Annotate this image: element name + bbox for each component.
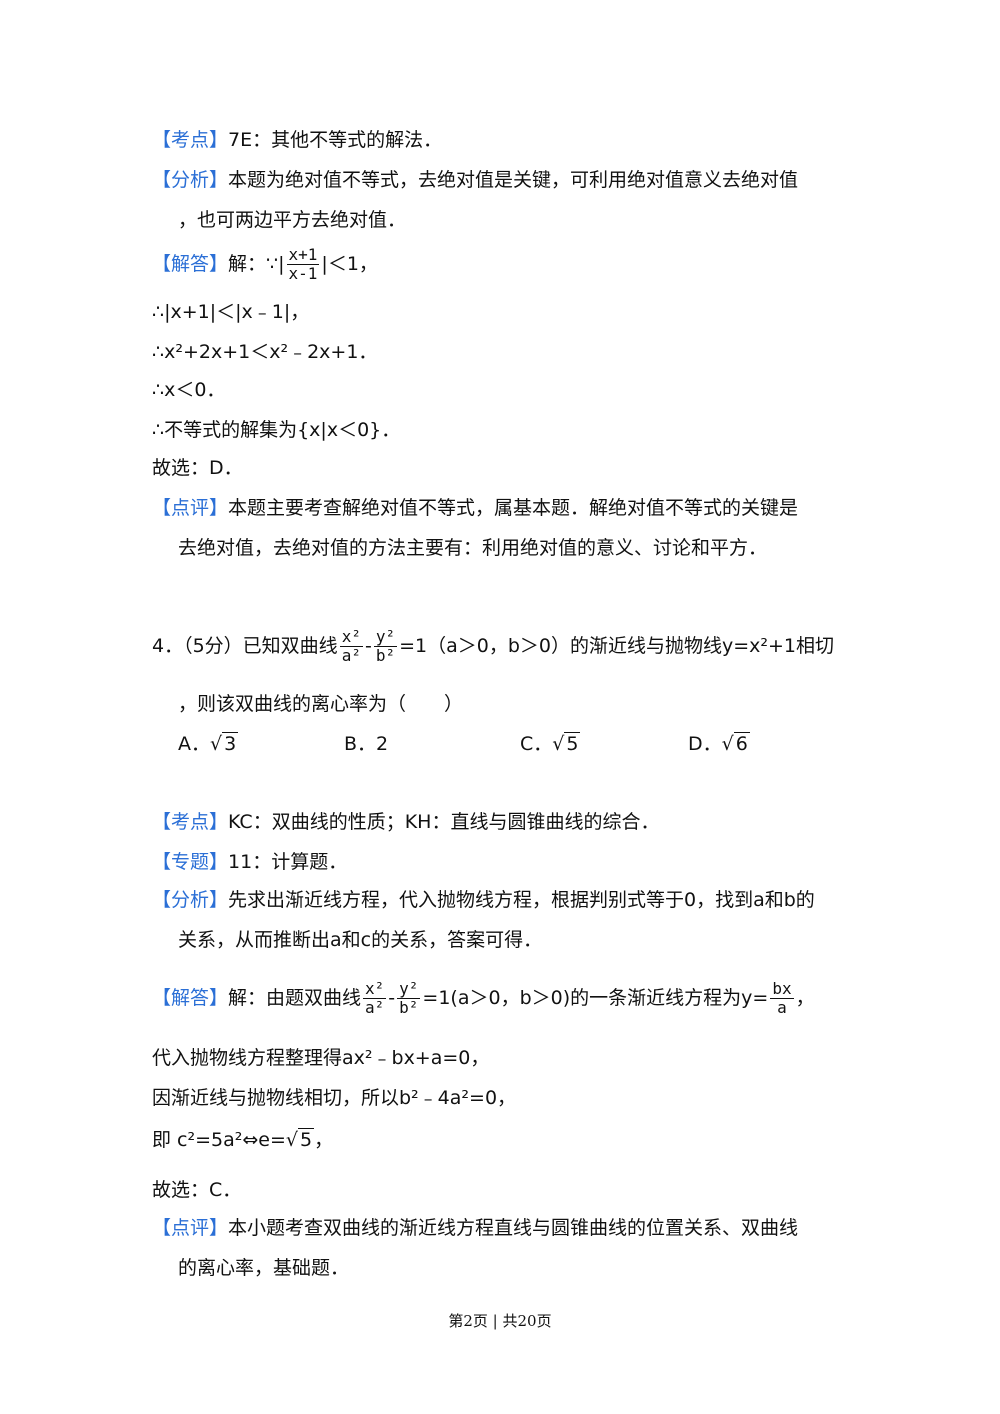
fraction-denominator: a²: [365, 998, 385, 1017]
q4-stem-prefix: 4．（5分）已知双曲线: [152, 635, 338, 657]
fraction-numerator: x²: [339, 627, 363, 647]
dianping-tag: 【点评】: [152, 497, 229, 519]
jieda-mid: =1(a＞0，b＞0)的一条渐近线方程为y=: [422, 987, 769, 1009]
zhuanti-tag: 【专题】: [152, 851, 229, 873]
fenxi-tag: 【分析】: [152, 169, 229, 191]
fenxi-text: 本题为绝对值不等式，去绝对值是关键，可利用绝对值意义去绝对值: [228, 169, 799, 191]
jieda-prefix: 解：∵|: [228, 253, 285, 275]
q4-dianping-cont: 的离心率，基础题．: [178, 1257, 350, 1279]
fraction-denominator: a: [777, 998, 787, 1017]
sqrt-symbol: √5: [552, 732, 581, 755]
fraction-numerator: bx: [770, 979, 794, 999]
jieda-suffix: |＜1，: [321, 253, 378, 275]
option-b: B．2: [344, 733, 389, 755]
q3-choice: 故选：D．: [152, 457, 243, 479]
kaodian-tag: 【考点】: [152, 129, 229, 151]
dianping-text: 本小题考查双曲线的渐近线方程直线与圆锥曲线的位置关系、双曲线: [228, 1217, 799, 1239]
sqrt-symbol: √5: [285, 1128, 315, 1151]
sqrt-symbol: √6: [721, 732, 750, 755]
jieda-tag: 【解答】: [152, 987, 229, 1009]
option-c-label: C．: [520, 733, 553, 755]
fraction-denominator: x-1: [288, 264, 318, 283]
q3-dianping: 【点评】本题主要考查解绝对值不等式，属基本题．解绝对值不等式的关键是: [152, 496, 798, 520]
jieda-end: ，: [795, 987, 815, 1009]
fraction-denominator: a²: [341, 646, 361, 665]
q4-line-c: 即 c²=5a²⇔e=√5，: [152, 1128, 333, 1152]
q3-step3: ∴x＜0．: [152, 379, 226, 401]
q4-kaodian: 【考点】KC：双曲线的性质；KH：直线与圆锥曲线的综合．: [152, 810, 659, 834]
fenxi-tag: 【分析】: [152, 889, 229, 911]
option-c: C．√5: [520, 732, 581, 756]
minus-sign: -: [364, 635, 372, 657]
fraction-numerator: x+1: [286, 245, 320, 265]
fraction-denominator: b²: [375, 646, 396, 665]
q3-step4: ∴不等式的解集为{x|x＜0}．: [152, 419, 401, 441]
sqrt-radicand: 3: [222, 732, 239, 755]
dianping-text: 本题主要考查解绝对值不等式，属基本题．解绝对值不等式的关键是: [228, 497, 799, 519]
q4-stem-cont: ，则该双曲线的离心率为（ ）: [178, 693, 464, 715]
sqrt-radicand: 6: [733, 732, 750, 755]
fenxi-text: 先求出渐近线方程，代入抛物线方程，根据判别式等于0，找到a和b的: [228, 889, 815, 911]
q4-line-a: 代入抛物线方程整理得ax²﹣bx+a=0，: [152, 1047, 490, 1069]
q4-line-b: 因渐近线与抛物线相切，所以b²﹣4a²=0，: [152, 1087, 517, 1109]
q3-kaodian: 【考点】7E：其他不等式的解法．: [152, 128, 442, 152]
q3-fenxi-cont: ，也可两边平方去绝对值．: [178, 209, 407, 231]
sqrt-radicand: 5: [564, 732, 581, 755]
q3-fenxi: 【分析】本题为绝对值不等式，去绝对值是关键，可利用绝对值意义去绝对值: [152, 168, 798, 192]
q4-choice: 故选：C．: [152, 1179, 242, 1201]
kaodian-tag: 【考点】: [152, 811, 229, 833]
sqrt-symbol: √3: [210, 732, 239, 755]
minus-sign: -: [388, 987, 396, 1009]
fraction-numerator: x²: [363, 979, 387, 999]
fraction-numerator: y²: [397, 979, 421, 999]
fraction-numerator: y²: [373, 627, 398, 647]
dianping-tag: 【点评】: [152, 1217, 229, 1239]
jieda-tag: 【解答】: [152, 253, 229, 275]
q3-dianping-cont: 去绝对值，去绝对值的方法主要有：利用绝对值的意义、讨论和平方．: [178, 537, 768, 559]
option-a-label: A．: [178, 733, 210, 755]
page-footer: 第2页 | 共20页: [448, 1312, 552, 1330]
kaodian-text: KC：双曲线的性质；KH：直线与圆锥曲线的综合．: [228, 811, 660, 833]
q4-fenxi-cont: 关系，从而推断出a和c的关系，答案可得．: [178, 929, 543, 951]
option-d: D．√6: [688, 732, 750, 756]
jieda-prefix: 解：由题双曲线: [228, 987, 362, 1009]
option-a: A．√3: [178, 732, 239, 756]
line-c-end: ，: [314, 1129, 334, 1151]
fraction-denominator: b²: [399, 998, 419, 1017]
q4-zhuanti: 【专题】11：计算题．: [152, 850, 347, 874]
option-d-label: D．: [688, 733, 722, 755]
q3-step2: ∴x²+2x+1＜x²﹣2x+1．: [152, 341, 378, 363]
q4-stem-suffix: =1（a＞0，b＞0）的渐近线与抛物线y=x²+1相切: [399, 635, 835, 657]
q4-dianping: 【点评】本小题考查双曲线的渐近线方程直线与圆锥曲线的位置关系、双曲线: [152, 1216, 798, 1240]
sqrt-radicand: 5: [298, 1128, 315, 1151]
q4-fenxi: 【分析】先求出渐近线方程，代入抛物线方程，根据判别式等于0，找到a和b的: [152, 888, 815, 912]
line-c-prefix: 即 c²=5a²⇔e=: [152, 1129, 286, 1151]
zhuanti-text: 11：计算题．: [228, 851, 348, 873]
kaodian-text: 7E：其他不等式的解法．: [228, 129, 443, 151]
q3-step1: ∴|x+1|＜|x﹣1|，: [152, 301, 310, 323]
